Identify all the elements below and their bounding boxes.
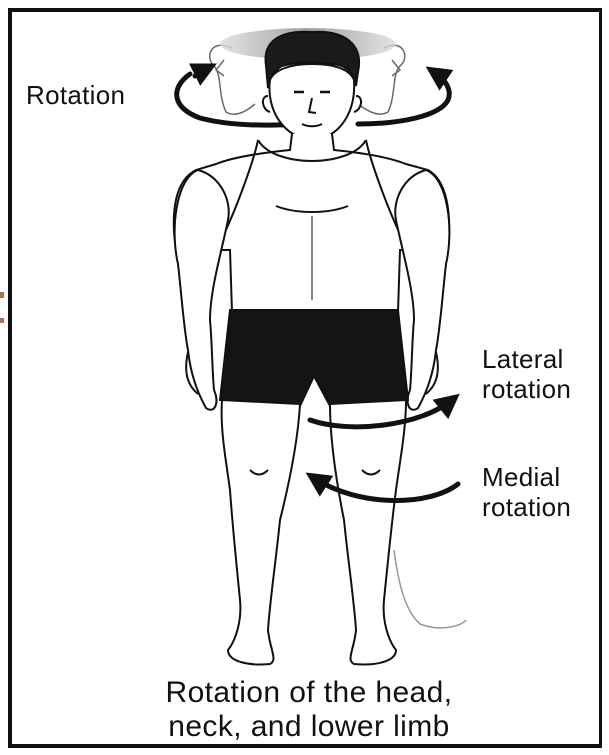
caption-line1: Rotation of the head, [12, 676, 606, 710]
lateral-rotation-label-line1: Lateral [482, 344, 564, 374]
head-rotation-label: Rotation [26, 80, 125, 110]
legs [222, 400, 466, 664]
medial-rotation-label-line1: Medial [482, 462, 560, 492]
figure-caption: Rotation of the head, neck, and lower li… [12, 676, 606, 744]
shorts [220, 310, 408, 406]
lateral-rotation-label-line2: rotation [482, 374, 571, 404]
medial-rotation-label-line2: rotation [482, 492, 571, 522]
caption-line2: neck, and lower limb [12, 710, 606, 744]
